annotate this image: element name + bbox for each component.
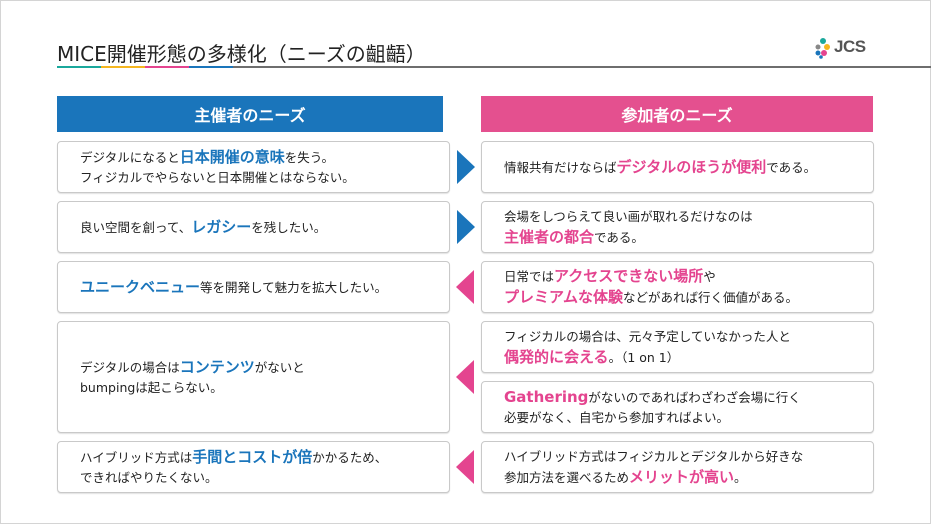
line: 必要がなく、自宅から参加すればよい。 [504, 408, 873, 428]
text: 等を開発して魅力を拡大したい。 [200, 279, 388, 295]
participant-need-1: 情報共有だけならばデジタルのほうが便利である。 [481, 141, 874, 193]
line: デジタルの場合はコンテンツがないと [80, 357, 449, 378]
text: 必要がなく、自宅から参加すればよい。 [504, 409, 730, 425]
text: を残したい。 [251, 219, 327, 235]
participant-need-5: Gatheringがないのであればわざわざ会場に行く 必要がなく、自宅から参加す… [481, 381, 874, 433]
arrow-right-icon [457, 210, 475, 244]
line: ハイブリッド方式はフィジカルとデジタルから好きな [504, 447, 873, 467]
text: である。 [766, 159, 817, 175]
jcs-logo: JCS [814, 37, 874, 59]
line: できればやりたくない。 [80, 468, 449, 488]
text: フィジカルでやらないと日本開催とはならない。 [80, 169, 355, 185]
participant-needs-header: 参加者のニーズ [481, 96, 873, 132]
participant-need-2: 会場をしつらえて良い画が取れるだけなのは 主催者の都合である。 [481, 201, 874, 253]
line: 偶発的に会える。（1 on 1） [504, 347, 873, 368]
text: フィジカルの場合は、元々予定していなかった人と [504, 328, 791, 344]
line: bumpingは起こらない。 [80, 378, 449, 398]
text: などがあれば行く価値がある。 [622, 290, 798, 305]
highlight-text: Gathering [504, 387, 589, 406]
highlight-text: 主催者の都合 [504, 227, 595, 246]
line: 主催者の都合である。 [504, 227, 873, 248]
text: デジタルの場合は [80, 359, 180, 375]
title-rule-yellow [101, 66, 145, 68]
title-rule-pink [145, 66, 189, 68]
highlight-text: コンテンツ [179, 357, 255, 376]
line: 良い空間を創って、レガシーを残したい。 [80, 217, 449, 238]
title-rule-teal [57, 66, 101, 68]
highlight-text: アクセスできない場所 [554, 267, 704, 285]
organizer-needs-header: 主催者のニーズ [57, 96, 443, 132]
participant-need-3: 日常ではアクセスできない場所や プレミアムな体験などがあれば行く価値がある。 [481, 261, 874, 313]
highlight-text: レガシー [191, 217, 252, 236]
text: 参加方法を選べるため [504, 469, 630, 485]
line: ハイブリッド方式は手間とコストが倍かかるため、 [80, 447, 449, 468]
line: ユニークベニュー等を開発して魅力を拡大したい。 [80, 277, 449, 298]
text: を失う。 [284, 149, 335, 165]
line: 会場をしつらえて良い画が取れるだけなのは [504, 207, 873, 227]
title-rule-gray [233, 66, 931, 68]
arrow-left-icon [456, 360, 474, 394]
organizer-need-4: デジタルの場合はコンテンツがないと bumpingは起こらない。 [57, 321, 450, 433]
line: Gatheringがないのであればわざわざ会場に行く [504, 387, 873, 408]
title-rule-blue [189, 66, 233, 68]
text: ハイブリッド方式はフィジカルとデジタルから好きな [504, 448, 804, 464]
text: デジタルになると [80, 149, 180, 165]
logo-text: JCS [834, 37, 866, 56]
text: ハイブリッド方式は [80, 449, 193, 465]
arrow-left-icon [456, 270, 474, 304]
text: 。 [734, 469, 747, 485]
text: できればやりたくない。 [80, 469, 218, 485]
line: プレミアムな体験などがあれば行く価値がある。 [504, 287, 873, 308]
text: かかるため、 [312, 449, 388, 465]
highlight-text: 偶発的に会える [504, 347, 609, 366]
line: フィジカルの場合は、元々予定していなかった人と [504, 327, 873, 347]
line: 参加方法を選べるためメリットが高い。 [504, 467, 873, 488]
highlight-text: デジタルのほうが便利 [616, 157, 767, 176]
text: 日常では [504, 269, 555, 284]
text: や [703, 269, 716, 284]
text: 良い空間を創って、 [80, 219, 192, 235]
text: 会場をしつらえて良い画が取れるだけなのは [504, 208, 753, 224]
line: 日常ではアクセスできない場所や [504, 266, 873, 287]
text: bumpingは起こらない。 [80, 379, 223, 395]
text: である。 [594, 229, 644, 245]
organizer-need-5: ハイブリッド方式は手間とコストが倍かかるため、 できればやりたくない。 [57, 441, 450, 493]
organizer-need-3: ユニークベニュー等を開発して魅力を拡大したい。 [57, 261, 450, 313]
line: デジタルになると日本開催の意味を失う。 [80, 147, 449, 168]
text: がないと [254, 359, 305, 375]
participant-need-4: フィジカルの場合は、元々予定していなかった人と 偶発的に会える。（1 on 1） [481, 321, 874, 373]
logo-mark-icon [815, 38, 830, 59]
participant-need-6: ハイブリッド方式はフィジカルとデジタルから好きな 参加方法を選べるためメリットが… [481, 441, 874, 493]
organizer-need-1: デジタルになると日本開催の意味を失う。 フィジカルでやらないと日本開催とはならな… [57, 141, 450, 193]
text: 情報共有だけならば [504, 159, 617, 175]
highlight-text: 日本開催の意味 [179, 147, 285, 166]
organizer-need-2: 良い空間を創って、レガシーを残したい。 [57, 201, 450, 253]
highlight-text: 手間とコストが倍 [192, 447, 313, 466]
arrow-left-icon [456, 450, 474, 484]
highlight-text: プレミアムな体験 [504, 288, 623, 306]
line: 情報共有だけならばデジタルのほうが便利である。 [504, 157, 873, 178]
arrow-right-icon [457, 150, 475, 184]
line: フィジカルでやらないと日本開催とはならない。 [80, 168, 449, 188]
highlight-text: ユニークベニュー [80, 277, 201, 296]
slide-title: MICE開催形態の多様化（ニーズの齟齬） [57, 42, 426, 66]
text: がないのであればわざわざ会場に行く [588, 389, 801, 405]
highlight-text: メリットが高い [629, 467, 735, 486]
text: 。（1 on 1） [608, 349, 680, 365]
